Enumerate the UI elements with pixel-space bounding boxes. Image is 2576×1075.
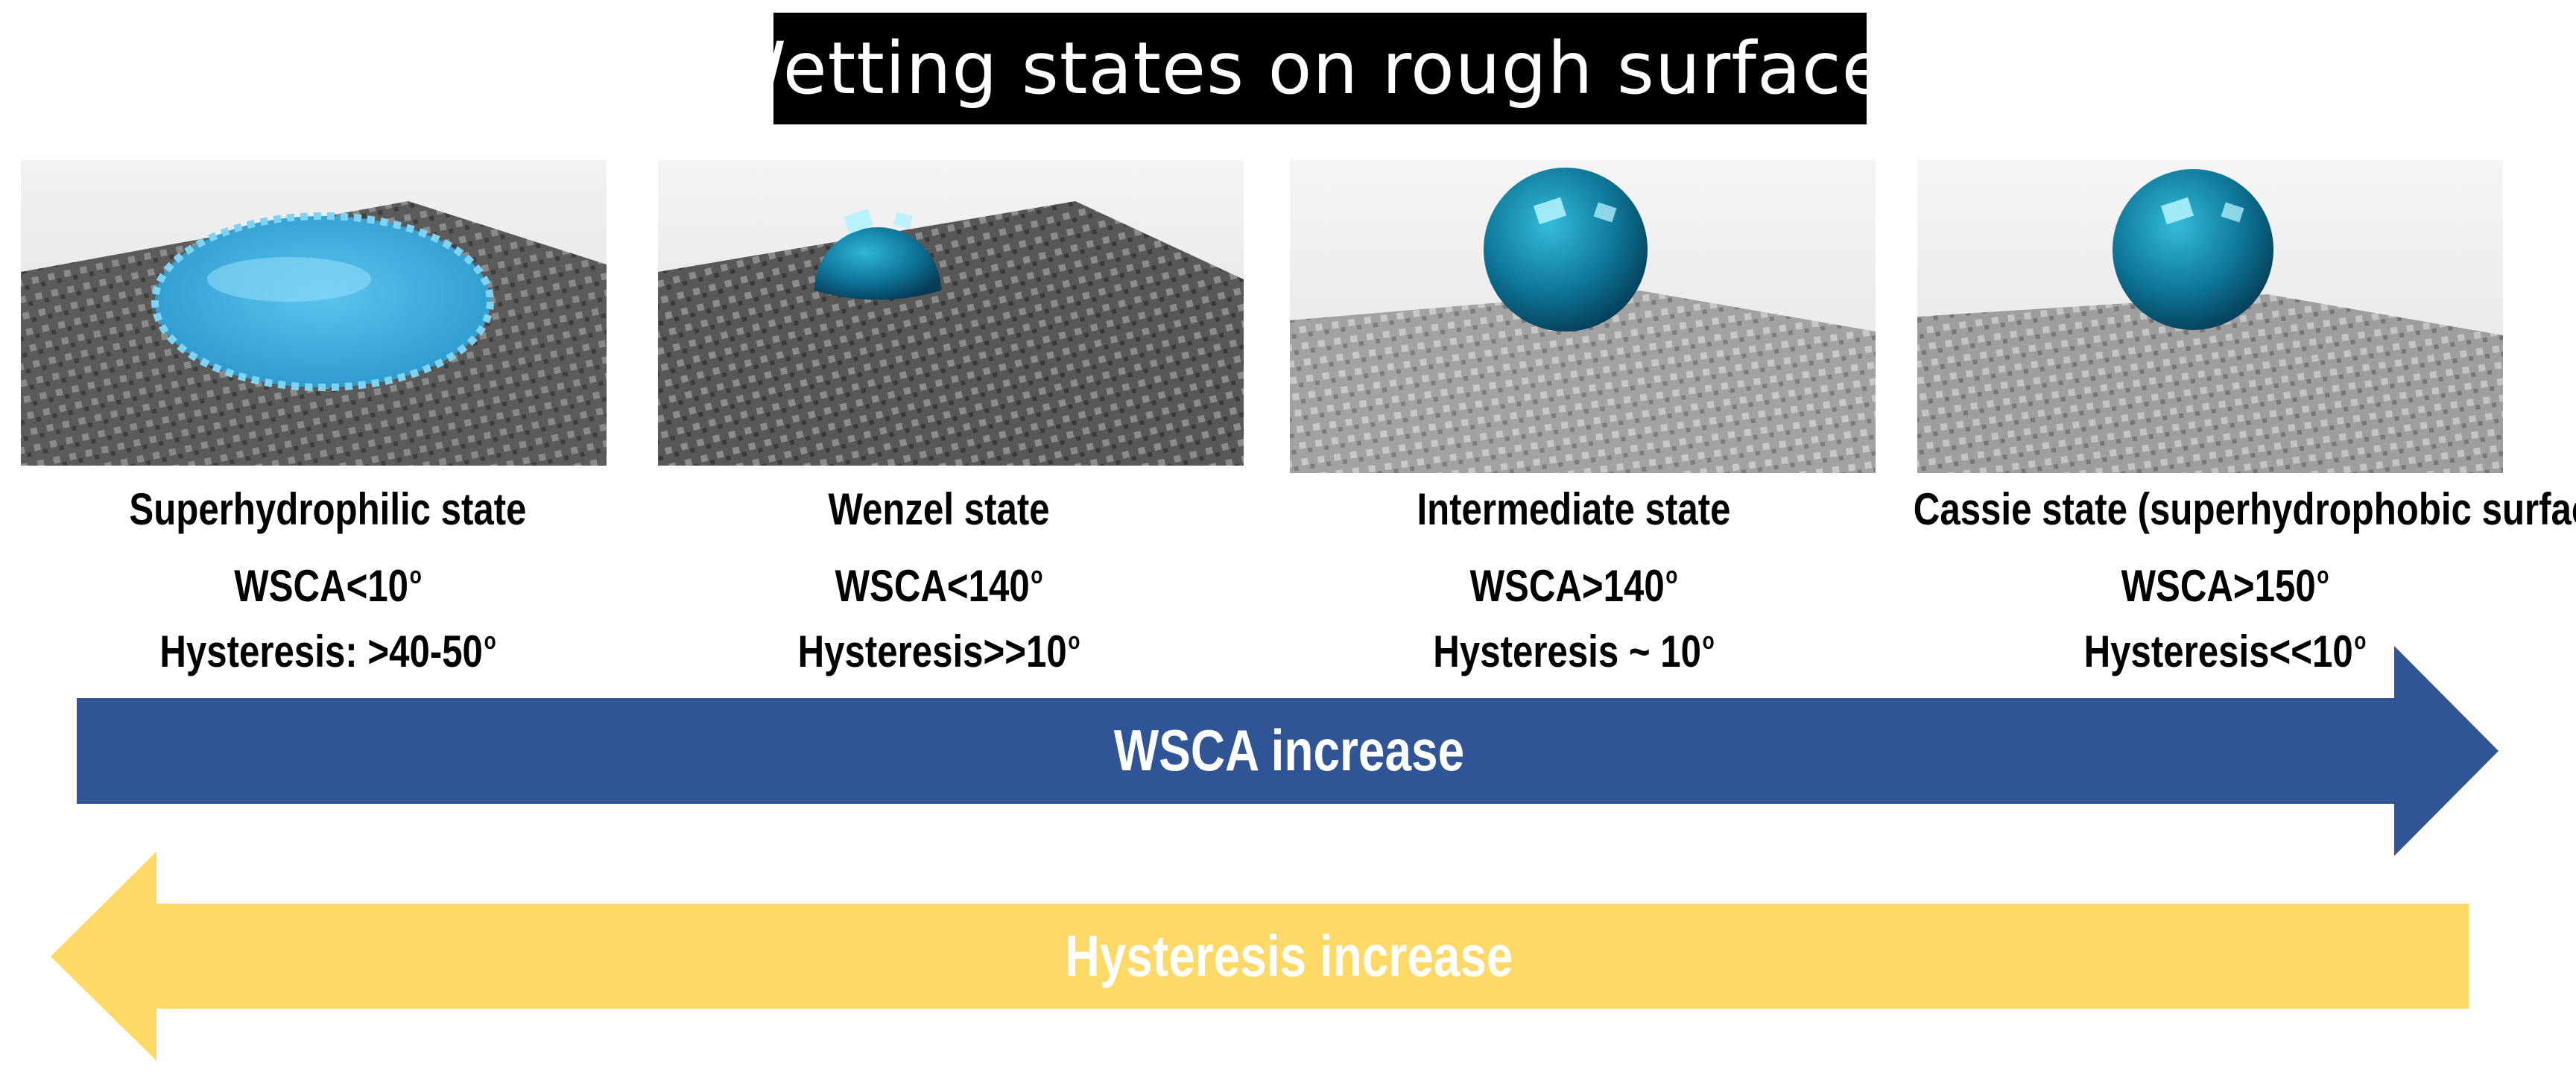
hysteresis-arrow-shape xyxy=(51,852,2469,1061)
cassie-caption: Cassie state (superhydrophobic surface) … xyxy=(1913,477,2576,676)
hysteresis-increase-label: Hysteresis increase xyxy=(1065,923,1513,989)
intermediate-wsca: WSCA>140o xyxy=(1469,561,1678,611)
intermediate-caption: Intermediate state WSCA>140o Hysteresis … xyxy=(1341,477,1806,676)
wsca-increase-label: WSCA increase xyxy=(1113,717,1465,783)
wenzel-wsca: WSCA<140o xyxy=(835,561,1043,611)
cassie-wsca: WSCA>150o xyxy=(2121,561,2329,611)
cassie-state-name: Cassie state (superhydrophobic surface) xyxy=(1913,484,2576,534)
wsca-arrow-shape xyxy=(77,646,2499,856)
diagram-title: Wetting states on rough surfaces xyxy=(715,13,1924,124)
superhydrophilic-hysteresis: Hysteresis: >40-50o xyxy=(159,627,496,676)
wenzel-image xyxy=(658,160,1244,466)
intermediate-hysteresis: Hysteresis ~ 10o xyxy=(1433,627,1715,676)
wenzel-caption: Wenzel state WSCA<140o Hysteresis>>10o xyxy=(706,477,1171,676)
intermediate-image xyxy=(1290,160,1876,473)
intermediate-state-name: Intermediate state xyxy=(1417,484,1731,534)
wenzel-state-name: Wenzel state xyxy=(828,484,1050,534)
superhydrophilic-caption: Superhydrophilic state WSCA<10o Hysteres… xyxy=(95,477,560,676)
cassie-image xyxy=(1917,160,2503,473)
superhydrophilic-state-name: Superhydrophilic state xyxy=(129,484,527,534)
superhydrophilic-image xyxy=(21,160,607,466)
cassie-hysteresis: Hysteresis<<10o xyxy=(2083,627,2367,676)
superhydrophilic-wsca: WSCA<10o xyxy=(234,561,422,611)
wenzel-hysteresis: Hysteresis>>10o xyxy=(797,627,1080,676)
